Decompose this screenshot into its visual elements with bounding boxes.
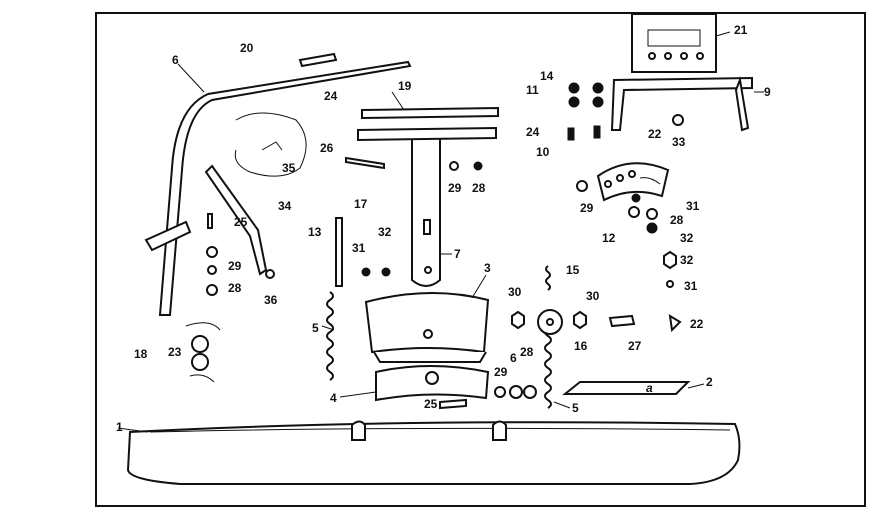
- handle-part-6: [144, 60, 412, 316]
- label-3: 3: [484, 261, 491, 275]
- diagram-frame: [95, 12, 866, 507]
- label-24-left: 24: [324, 89, 338, 103]
- label-36: 36: [264, 293, 278, 307]
- label-28-lift: 28: [472, 181, 486, 195]
- bolt-part-22: [668, 314, 682, 333]
- lower-plate-part-4: [339, 365, 490, 402]
- label-29-bottom: 29: [494, 365, 508, 379]
- bolt-part-13-17: [335, 217, 343, 287]
- label-28-right: 28: [670, 213, 684, 227]
- label-7: 7: [454, 247, 461, 261]
- grip-part-20: [298, 52, 338, 68]
- label-31-center: 31: [352, 241, 366, 255]
- label-4: 4: [330, 391, 337, 405]
- spring-part-15: [545, 265, 551, 291]
- label-30-right: 30: [586, 289, 600, 303]
- label-32-low: 32: [680, 253, 694, 267]
- bracket-part-9: [610, 76, 764, 132]
- label-29-lift: 29: [448, 181, 462, 195]
- label-17: 17: [354, 197, 368, 211]
- nut-part-30-right: [573, 310, 587, 330]
- cable-part-35: [234, 112, 307, 177]
- label-30-left: 30: [508, 285, 522, 299]
- label-5-right: 5: [572, 401, 579, 415]
- label-35: 35: [282, 161, 296, 175]
- label-1: 1: [116, 420, 123, 434]
- arc-bracket-part-12: [596, 162, 670, 202]
- label-21: 21: [734, 23, 748, 37]
- label-22-right: 22: [690, 317, 704, 331]
- label-13: 13: [308, 225, 322, 239]
- spring-part-5-right: [544, 319, 571, 409]
- label-32-center: 32: [378, 225, 392, 239]
- blade-part-1: [117, 420, 741, 485]
- label-31-bottom: 31: [684, 279, 698, 293]
- washer-part-16: [537, 309, 563, 335]
- mounting-plate-part-3: [364, 274, 490, 363]
- label-28-bottom: 28: [520, 345, 534, 359]
- label-28-left: 28: [228, 281, 242, 295]
- label-34: 34: [278, 199, 292, 213]
- bolt-part-27: [608, 314, 636, 328]
- decal-letter: a: [646, 381, 653, 395]
- label-25-bottom: 25: [424, 397, 438, 411]
- label-11: 11: [526, 83, 539, 97]
- decal-part-2: [562, 381, 705, 395]
- label-26: 26: [320, 141, 334, 155]
- rod-part-34: [204, 164, 268, 276]
- part-labels: 1 2 3 4 5 5 6 6 7 9 10 11 12 13 14 15 16…: [116, 23, 771, 434]
- label-27: 27: [628, 339, 642, 353]
- label-23: 23: [168, 345, 182, 359]
- label-29-right: 29: [580, 201, 594, 215]
- nut-part-30-left: [511, 310, 525, 330]
- label-25-left: 25: [234, 215, 248, 229]
- label-2: 2: [706, 375, 713, 389]
- plate-part-21: [631, 13, 731, 73]
- label-20: 20: [240, 41, 254, 55]
- label-6-washer: 6: [510, 351, 517, 365]
- cross-bar-part-19: [357, 91, 499, 142]
- label-31-top: 31: [686, 199, 700, 213]
- lift-bar-part-7: [411, 135, 452, 287]
- label-18: 18: [134, 347, 148, 361]
- label-14: 14: [540, 69, 554, 83]
- label-12: 12: [602, 231, 616, 245]
- label-15: 15: [566, 263, 580, 277]
- spring-part-5-left: [321, 291, 335, 381]
- label-19: 19: [398, 79, 412, 93]
- hardware-group: [185, 82, 684, 410]
- label-29-left: 29: [228, 259, 242, 273]
- label-6-handle: 6: [172, 53, 179, 67]
- bolt-part-26: [345, 156, 385, 170]
- label-32-mid: 32: [680, 231, 694, 245]
- label-22-top: 22: [648, 127, 662, 141]
- label-5-left: 5: [312, 321, 319, 335]
- label-9: 9: [764, 85, 771, 99]
- label-24-right: 24: [526, 125, 540, 139]
- label-16: 16: [574, 339, 588, 353]
- label-33: 33: [672, 135, 686, 149]
- label-10: 10: [536, 145, 550, 159]
